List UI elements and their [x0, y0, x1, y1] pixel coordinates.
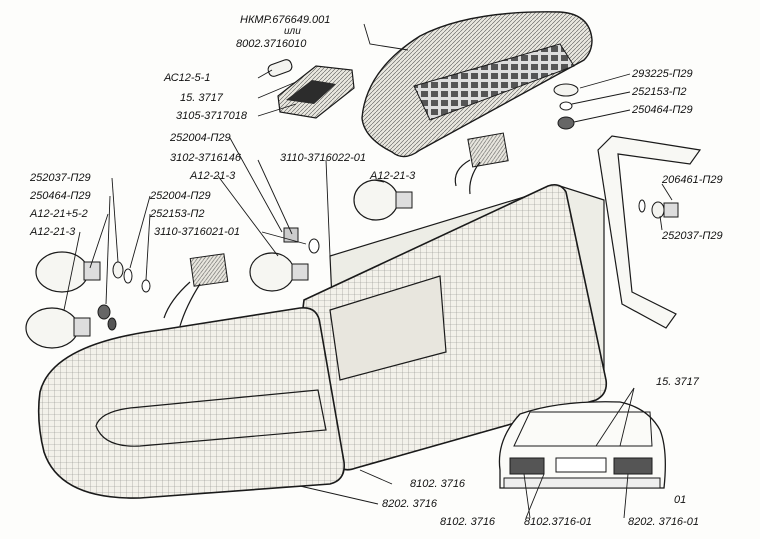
connector-mid — [163, 253, 229, 327]
bulb-left-2 — [25, 307, 91, 349]
car-rear-view — [498, 401, 666, 489]
label-lamp-a12-top: А12-21-3 — [370, 170, 416, 182]
label-car-8102-01: 8102.3716-01 — [524, 516, 592, 528]
label-plate-lamp-car: 15. 3717 — [656, 376, 699, 388]
label-lamp-a12-left: А12-21-3 — [30, 226, 76, 238]
label-washer-252037-right: 252037-П29 — [662, 230, 723, 242]
fasteners-top-right — [553, 83, 679, 219]
label-bolt-206461: 206461-П29 — [662, 174, 723, 186]
label-nut-250464-top: 250464-П29 — [632, 104, 693, 116]
label-nut-252004-mid: 252004-П29 — [170, 132, 231, 144]
bulb-mid — [249, 252, 309, 292]
label-car-8102: 8102. 3716 — [440, 516, 496, 528]
small-lamp-ac12 — [267, 59, 293, 77]
high-stop-lamp — [361, 11, 593, 158]
label-lamp-8202-outer: 8202. 3716 — [382, 498, 438, 510]
bulb-top — [353, 179, 413, 221]
label-car-8202-01: 8202. 3716-01 — [628, 516, 699, 528]
bulb-left-1 — [35, 251, 101, 293]
label-lamp-ac12: АС12-5-1 — [164, 72, 211, 84]
outer-tail-lamp-lens — [37, 307, 346, 499]
label-stoplight-code-1: НКМР.676649.001 — [240, 14, 331, 26]
label-stoplight-code-2: 8002.3716010 — [236, 38, 307, 50]
label-washer-252153-top: 252153-П2 — [632, 86, 687, 98]
label-washer-252037-left: 252037-П29 — [30, 172, 91, 184]
label-socket-3110-01: 3110-3716022-01 — [280, 152, 367, 164]
label-lamp-a12-mid: А12-21-3 — [190, 170, 236, 182]
label-lamp-8102-inner: 8102. 3716 — [410, 478, 466, 490]
label-nut-252004-left: 252004-П29 — [150, 190, 211, 202]
label-socket-3110-021: 3110-3716021-01 — [154, 226, 241, 238]
connector-top — [454, 132, 509, 195]
inner-tail-lamp-lens — [301, 184, 608, 471]
fasteners-left — [97, 227, 320, 331]
label-lamp-a12-21-5-2: А12-21+5-2 — [30, 208, 88, 220]
label-nut-250464-left: 250464-П29 — [30, 190, 91, 202]
label-stoplight-or: или — [284, 26, 301, 37]
label-car-code-01: 01 — [674, 494, 687, 506]
label-plate-lamp: 15. 3717 — [180, 92, 223, 104]
label-washer-293225: 293225-П29 — [632, 68, 693, 80]
label-socket-3102: 3102-3716146 — [170, 152, 241, 164]
label-washer-252153-left: 252153-П2 — [150, 208, 205, 220]
plate-lamp-housing — [277, 65, 355, 119]
label-plate-lamp-housing: 3105-3717018 — [176, 110, 247, 122]
mounting-bracket — [597, 135, 702, 329]
leader-lines — [63, 23, 673, 519]
